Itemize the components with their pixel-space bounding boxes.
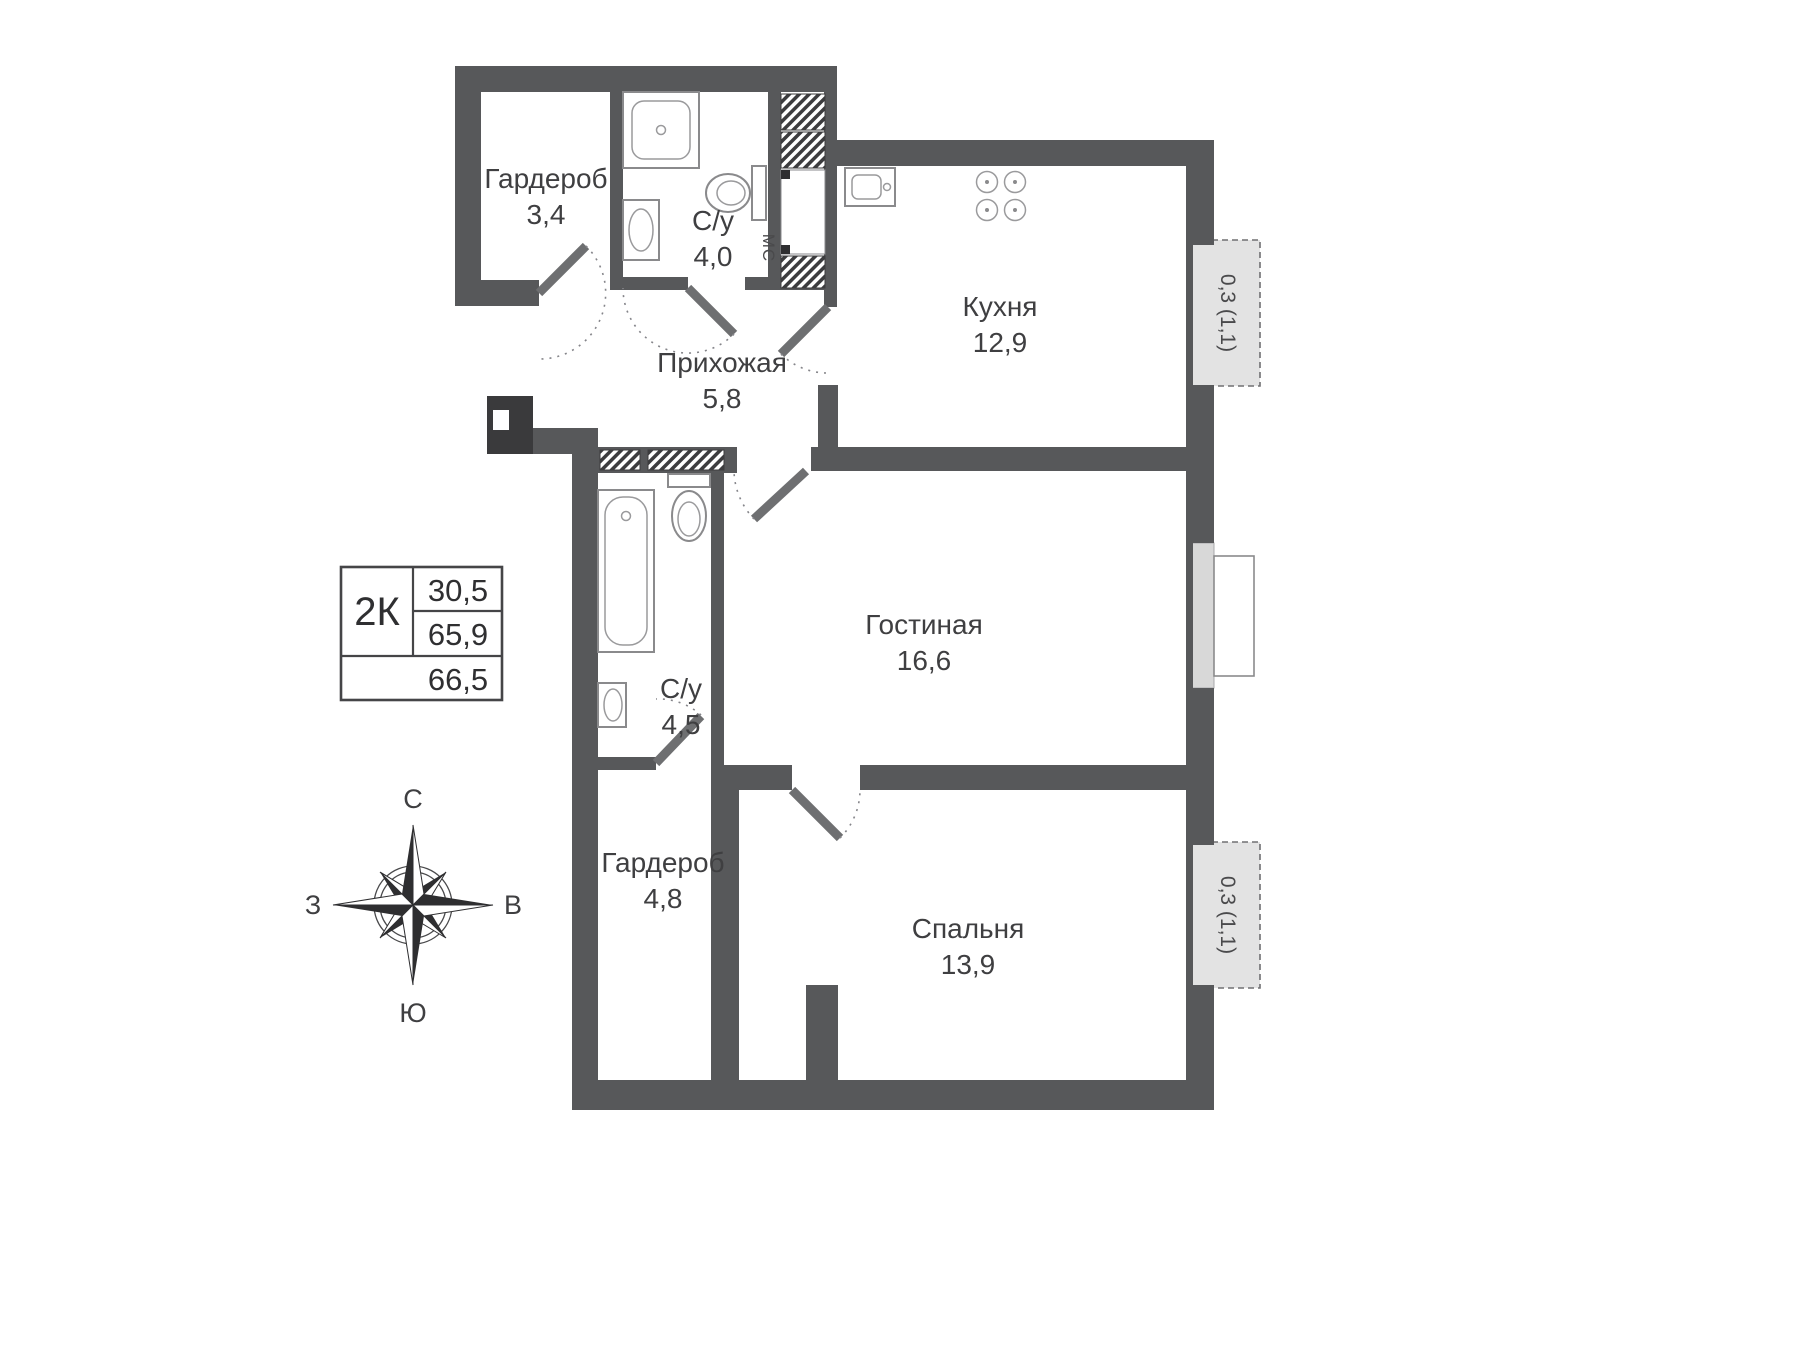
area-apartment-value: 65,9 bbox=[428, 617, 488, 652]
balcony-label: 0,3 (1,1) bbox=[1216, 876, 1239, 954]
balcony-bedroom: 0,3 (1,1) bbox=[1191, 841, 1261, 989]
bathtub-fixture bbox=[597, 489, 655, 653]
room-label-living-area: 16,6 bbox=[897, 645, 952, 676]
door-swing bbox=[733, 470, 755, 520]
wall-segment bbox=[806, 985, 838, 1080]
door-leaf bbox=[652, 712, 705, 767]
doors bbox=[535, 242, 861, 842]
window-line bbox=[1186, 543, 1193, 688]
wall-segment bbox=[768, 92, 781, 277]
wall-segment bbox=[1186, 385, 1214, 543]
door-leaf bbox=[684, 284, 738, 338]
balcony-slab bbox=[1191, 239, 1261, 387]
balcony-slab bbox=[1191, 841, 1261, 989]
vent-shaft bbox=[599, 449, 641, 471]
wall-segment bbox=[572, 447, 598, 1110]
room-label-wardrobe1-name: Гардероб bbox=[484, 163, 607, 194]
wall-segment bbox=[860, 765, 1186, 790]
compass-star bbox=[332, 824, 494, 986]
door-swing bbox=[780, 353, 829, 374]
room-label-wardrobe2-area: 4,8 bbox=[644, 883, 683, 914]
kitchen-sink-fixture bbox=[844, 167, 896, 207]
wall-segment bbox=[572, 1080, 1214, 1110]
compass-west-label: З bbox=[305, 890, 321, 920]
window-line bbox=[1186, 245, 1193, 385]
shower-fixture bbox=[622, 91, 700, 169]
shafts bbox=[487, 93, 826, 471]
sink-fixture-bath1 bbox=[622, 199, 660, 261]
room-label-bath1-area: 4,0 bbox=[694, 241, 733, 272]
wall-segment bbox=[598, 757, 656, 770]
compass-rose: С Ю З В bbox=[305, 784, 522, 1028]
compass-east-label: В bbox=[504, 890, 522, 920]
fixtures bbox=[597, 91, 1027, 728]
door-leaf bbox=[750, 467, 810, 523]
niche-mark bbox=[781, 170, 790, 179]
balcony-label: 0,3 (1,1) bbox=[1216, 274, 1239, 352]
vent-shaft bbox=[780, 131, 826, 169]
balcony-kitchen: 0,3 (1,1) bbox=[1191, 239, 1261, 387]
window-bay-box bbox=[1213, 555, 1255, 677]
wall-segment bbox=[455, 66, 837, 92]
room-label-bath1-name: С/у bbox=[692, 205, 734, 236]
wall-segment bbox=[610, 92, 623, 290]
area-total-value: 66,5 bbox=[428, 662, 488, 697]
area-living-value: 30,5 bbox=[428, 573, 488, 608]
room-label-wardrobe2-name: Гардероб bbox=[601, 847, 724, 878]
wall-segment bbox=[1186, 140, 1214, 245]
wall-segment bbox=[455, 66, 481, 306]
wall-segment bbox=[711, 447, 724, 765]
niche-mark bbox=[781, 245, 790, 254]
room-label-bath2-name: С/у bbox=[660, 673, 702, 704]
wall-segment bbox=[711, 765, 739, 1085]
door-swing bbox=[655, 698, 702, 716]
vent-shaft bbox=[647, 449, 725, 471]
toilet-fixture-bath1 bbox=[705, 165, 767, 221]
room-labels: Гардероб 3,4 С/у 4,0 Кухня 12,9 Прихожая… bbox=[484, 163, 1037, 980]
door-swing bbox=[839, 789, 861, 839]
room-label-kitchen-area: 12,9 bbox=[973, 327, 1028, 358]
room-label-wardrobe1-area: 3,4 bbox=[527, 199, 566, 230]
door-leaf bbox=[788, 786, 844, 842]
niche bbox=[780, 169, 826, 255]
unit-type-label: 2К bbox=[354, 590, 400, 634]
window-sill bbox=[1191, 542, 1215, 689]
wall-segment bbox=[739, 765, 792, 790]
sink-fixture-bath2 bbox=[597, 682, 627, 728]
room-label-bath2-area: 4,5 bbox=[662, 709, 701, 740]
window-line bbox=[1186, 845, 1193, 985]
washing-machine-label: МС bbox=[759, 234, 778, 262]
wall-segment bbox=[1186, 688, 1214, 845]
stove-fixture bbox=[975, 170, 1027, 222]
room-label-hall-area: 5,8 bbox=[703, 383, 742, 414]
wall-segment bbox=[811, 140, 1214, 166]
toilet-fixture-bath2 bbox=[667, 473, 711, 542]
door-leaf bbox=[535, 242, 590, 297]
wall-segment bbox=[610, 277, 688, 290]
compass-south-label: Ю bbox=[399, 998, 426, 1028]
duct-opening bbox=[493, 410, 509, 430]
window-bay bbox=[1191, 542, 1255, 689]
walls bbox=[455, 66, 1214, 1110]
door-leaf bbox=[777, 303, 832, 358]
wall-segment bbox=[811, 447, 1186, 471]
info-box-frame bbox=[339, 565, 504, 702]
vent-shaft bbox=[780, 255, 826, 289]
room-label-kitchen-name: Кухня bbox=[963, 291, 1038, 322]
room-label-bedroom-name: Спальня bbox=[912, 913, 1025, 944]
compass-north-label: С bbox=[403, 784, 423, 814]
info-box: 2К 30,5 65,9 66,5 bbox=[339, 565, 504, 702]
vent-shaft bbox=[780, 93, 826, 131]
wall-segment bbox=[455, 280, 539, 306]
room-label-bedroom-area: 13,9 bbox=[941, 949, 996, 980]
wall-segment bbox=[824, 92, 837, 307]
room-label-hall-name: Прихожая bbox=[657, 347, 787, 378]
room-label-living-name: Гостиная bbox=[865, 609, 983, 640]
